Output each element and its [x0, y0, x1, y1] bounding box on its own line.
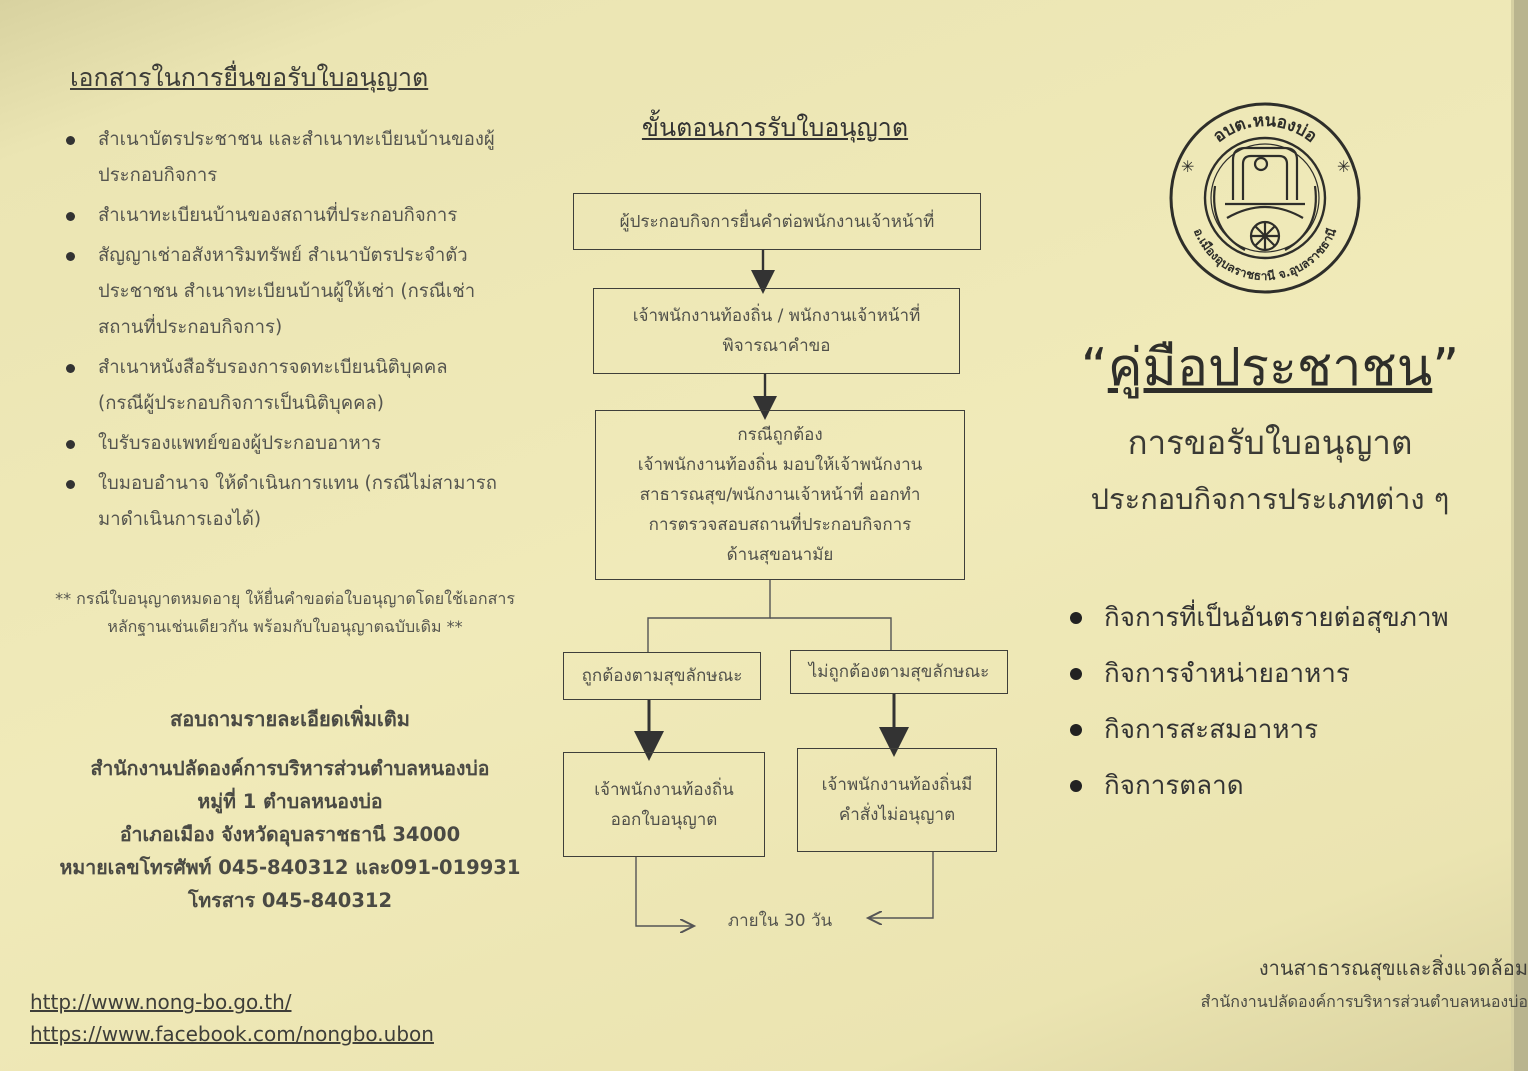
flow-box-line: เจ้าพนักงานท้องถิ่นมี: [821, 775, 973, 795]
flow-box-line: การตรวจสอบสถานที่ประกอบกิจการ: [648, 515, 912, 535]
manual-title-text: คู่มือประชาชน: [1107, 338, 1433, 398]
flow-box-line: กรณีถูกต้อง: [737, 425, 823, 445]
branch-yes-box: ถูกต้องตามสุขลักษณะ: [563, 652, 761, 700]
bullet-icon: [66, 364, 75, 373]
flow-box-line: คำสั่งไม่อนุญาต: [838, 805, 956, 825]
flow-box-line: เจ้าพนักงานท้องถิ่น: [594, 779, 734, 800]
document-item: ใบมอบอำนาจ ให้ดำเนินการแทน (กรณีไม่สามาร…: [60, 466, 540, 538]
contact-line: อำเภอเมือง จังหวัดอุบลราชธานี 34000: [119, 823, 461, 846]
document-item: สำเนาบัตรประชาชน และสำเนาทะเบียนบ้านของผ…: [60, 122, 540, 194]
document-item-line: สัญญาเช่าอสังหาริมทรัพย์ สำเนาบัตรประจำต…: [98, 245, 468, 266]
document-item-line: ประกอบกิจการ: [98, 165, 218, 186]
seal-top-text: อบต.หนองบ่อ: [1210, 111, 1321, 147]
flow-box-line: พิจารณาคำขอ: [722, 336, 831, 356]
manual-title: “คู่มือประชาชน”: [1080, 338, 1460, 398]
business-type-label: กิจการตลาด: [1104, 771, 1244, 801]
nongbo-seal-logo: อบต.หนองบ่อ อ.เมืองอุบลราชธานี จ.อุบลราช…: [1169, 102, 1361, 294]
bullet-icon: [66, 252, 75, 261]
subtitle-business-types: ประกอบกิจการประเภทต่าง ๆ: [1090, 482, 1450, 516]
business-type-item: กิจการตลาด: [1068, 758, 1449, 814]
business-type-label: กิจการที่เป็นอันตรายต่อสุขภาพ: [1104, 603, 1449, 633]
document-item-line: ใบมอบอำนาจ ให้ดำเนินการแทน (กรณีไม่สามาร…: [98, 473, 497, 494]
business-type-item: กิจการที่เป็นอันตรายต่อสุขภาพ: [1068, 590, 1449, 646]
documents-title: เอกสารในการยื่นขอรับใบอนุญาต: [70, 63, 429, 92]
document-item-line: สำเนาทะเบียนบ้านของสถานที่ประกอบกิจการ: [98, 205, 458, 226]
flow-box-line: เจ้าพนักงานท้องถิ่น มอบให้เจ้าพนักงาน: [637, 455, 923, 475]
business-type-label: กิจการสะสมอาหาร: [1104, 715, 1319, 745]
subtitle-license: การขอรับใบอนุญาต: [1127, 423, 1413, 462]
deadline-line-right: [868, 852, 934, 918]
branch-line-no: [770, 617, 892, 650]
business-type-item: กิจการจำหน่ายอาหาร: [1068, 646, 1449, 702]
contact-line: หมายเลขโทรศัพท์ 045-840312 และ091-019931: [59, 856, 521, 879]
contact-address: สำนักงานปลัดองค์การบริหารส่วนตำบลหนองบ่อ…: [30, 752, 550, 917]
branch-yes-label: ถูกต้องตามสุขลักษณะ: [581, 666, 743, 686]
contact-line: โทรสาร 045-840312: [187, 889, 393, 912]
flow-box-line: ด้านสุขอนามัย: [726, 545, 834, 565]
svg-text:✳: ✳: [1181, 157, 1194, 176]
document-item: ใบรับรองแพทย์ของผู้ประกอบอาหาร: [60, 426, 540, 462]
document-item-line: สถานที่ประกอบกิจการ): [98, 317, 283, 338]
footer-department: งานสาธารณสุขและสิ่งแวดล้อม: [1258, 956, 1528, 980]
step-submit-box: ผู้ประกอบกิจการยื่นคำต่อพนักงานเจ้าหน้าท…: [573, 193, 981, 250]
flowchart-title: ขั้นตอนการรับใบอนุญาต: [641, 113, 909, 142]
branch-line-yes: [647, 580, 771, 652]
document-item: สำเนาหนังสือรับรองการจดทะเบียนนิติบุคคล (…: [60, 350, 540, 422]
bullet-icon: [1070, 780, 1082, 792]
deadline-label: ภายใน 30 วัน: [727, 911, 833, 931]
bullet-icon: [1070, 668, 1082, 680]
result-deny-license-box: เจ้าพนักงานท้องถิ่นมีคำสั่งไม่อนุญาต: [797, 748, 997, 852]
flow-box-line: ผู้ประกอบกิจการยื่นคำต่อพนักงานเจ้าหน้าท…: [619, 211, 935, 232]
documents-list: สำเนาบัตรประชาชน และสำเนาทะเบียนบ้านของผ…: [60, 122, 540, 542]
facebook-link[interactable]: https://www.facebook.com/nongbo.ubon: [30, 1022, 434, 1046]
business-types-list: กิจการที่เป็นอันตรายต่อสุขภาพกิจการจำหน่…: [1068, 590, 1449, 814]
document-item-line: สำเนาหนังสือรับรองการจดทะเบียนนิติบุคคล: [98, 357, 448, 378]
document-item-line: ใบรับรองแพทย์ของผู้ประกอบอาหาร: [98, 433, 382, 454]
renewal-note: ** กรณีใบอนุญาตหมดอายุ ให้ยื่นคำขอต่อใบอ…: [30, 585, 540, 641]
document-item: สำเนาทะเบียนบ้านของสถานที่ประกอบกิจการ: [60, 198, 540, 234]
document-item-line: ประชาชน สำเนาทะเบียนบ้านผู้ให้เช่า (กรณี…: [98, 281, 476, 302]
bullet-icon: [1070, 612, 1082, 624]
bullet-icon: [66, 480, 75, 489]
business-type-label: กิจการจำหน่ายอาหาร: [1104, 659, 1350, 689]
footer-office: สำนักงานปลัดองค์การบริหารส่วนตำบลหนองบ่อ: [1200, 992, 1528, 1011]
branch-no-label: ไม่ถูกต้องตามสุขลักษณะ: [808, 662, 990, 682]
step-review-box: เจ้าพนักงานท้องถิ่น / พนักงานเจ้าหน้าที่…: [593, 288, 960, 374]
deadline-line-left: [635, 857, 694, 926]
paper-edge-highlight: [1511, 0, 1514, 1071]
document-item-line: มาดำเนินการเองได้): [98, 509, 262, 530]
contact-line: หมู่ที่ 1 ตำบลหนองบ่อ: [197, 790, 383, 813]
branch-no-box: ไม่ถูกต้องตามสุขลักษณะ: [790, 650, 1008, 694]
bullet-icon: [66, 212, 75, 221]
bullet-icon: [1070, 724, 1082, 736]
result-issue-license-box: เจ้าพนักงานท้องถิ่นออกใบอนุญาต: [563, 752, 765, 857]
document-item-line: (กรณีผู้ประกอบกิจการเป็นนิติบุคคล): [98, 393, 385, 414]
document-item: สัญญาเช่าอสังหาริมทรัพย์ สำเนาบัตรประจำต…: [60, 238, 540, 346]
flow-box-line: สาธารณสุข/พนักงานเจ้าหน้าที่ ออกทำ: [639, 485, 921, 505]
step-inspection-box: กรณีถูกต้องเจ้าพนักงานท้องถิ่น มอบให้เจ้…: [595, 410, 965, 580]
svg-text:✳: ✳: [1337, 157, 1350, 176]
business-type-item: กิจการสะสมอาหาร: [1068, 702, 1449, 758]
note-line: หลักฐานเช่นเดียวกัน พร้อมกับใบอนุญาตฉบับ…: [107, 617, 463, 636]
flow-box-line: ออกใบอนุญาต: [610, 809, 718, 830]
bullet-icon: [66, 136, 75, 145]
contact-line: สำนักงานปลัดองค์การบริหารส่วนตำบลหนองบ่อ: [90, 757, 490, 780]
contact-heading: สอบถามรายละเอียดเพิ่มเติม: [170, 707, 410, 731]
flow-box-line: เจ้าพนักงานท้องถิ่น / พนักงานเจ้าหน้าที่: [632, 306, 921, 326]
document-item-line: สำเนาบัตรประชาชน และสำเนาทะเบียนบ้านของผ…: [98, 129, 495, 150]
bullet-icon: [66, 440, 75, 449]
website-link[interactable]: http://www.nong-bo.go.th/: [30, 990, 292, 1014]
note-line: ** กรณีใบอนุญาตหมดอายุ ให้ยื่นคำขอต่อใบอ…: [55, 589, 515, 608]
paper-edge-shadow: [1514, 0, 1528, 1071]
